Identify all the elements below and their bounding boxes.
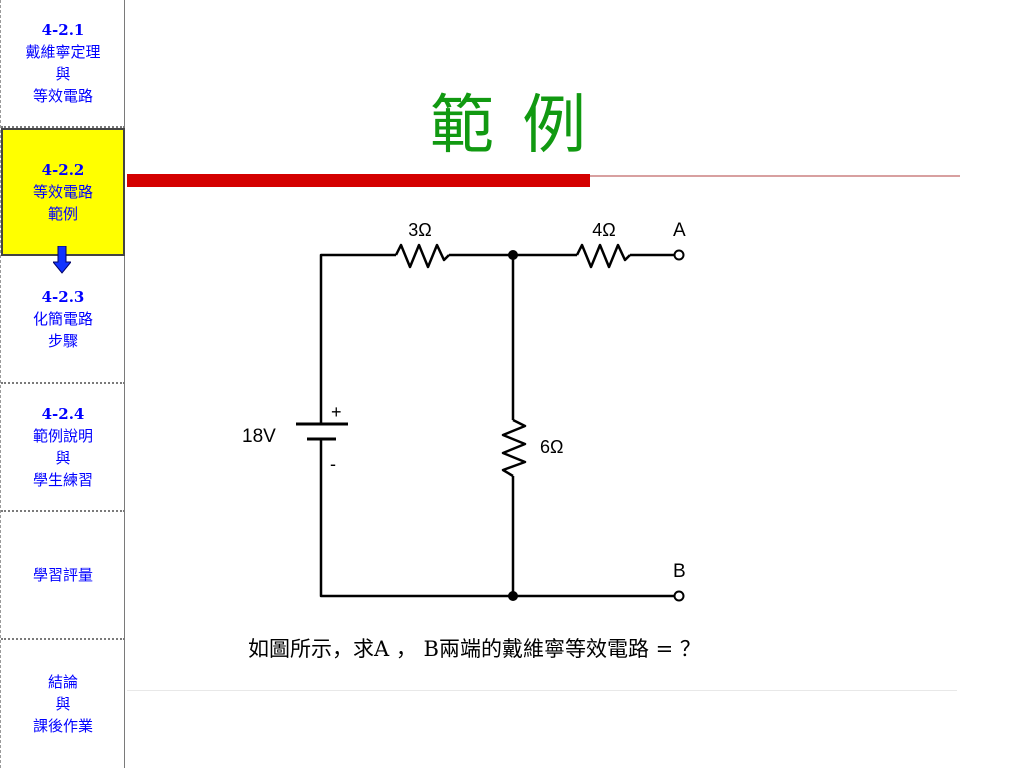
resistor-4ohm-label: 4Ω: [592, 220, 615, 240]
sidebar-item-conclusion[interactable]: 結論 與 課後作業: [1, 640, 125, 768]
sidebar-item-assessment[interactable]: 學習評量: [1, 512, 125, 640]
sidebar-item-label: 學生練習: [32, 471, 93, 489]
sidebar-item-code: 4-2.1: [41, 21, 85, 39]
sidebar-item-label: 化簡電路: [32, 310, 93, 328]
sidebar-item-label: 戴維寧定理: [25, 43, 101, 61]
footer-divider: [127, 690, 957, 691]
sidebar-item-label: 課後作業: [32, 717, 93, 735]
sidebar-nav: 4-2.1 戴維寧定理 與 等效電路 4-2.2 等效電路 範例 4-2.3 化…: [0, 0, 125, 768]
terminal-a-node: [673, 249, 685, 261]
title-underline-bar: [127, 174, 590, 187]
circuit-wires: [319, 253, 675, 598]
source-plus-label: +: [331, 402, 342, 422]
arrow-down-icon: [53, 246, 71, 274]
question-text: 如圖所示，求A ， B兩端的戴維寧等效電路 = ？: [248, 637, 701, 661]
sidebar-item-4-2-1[interactable]: 4-2.1 戴維寧定理 與 等效電路: [1, 0, 125, 128]
source-voltage-label: 18V: [242, 426, 276, 447]
sidebar-item-code: 4-2.4: [41, 405, 85, 423]
title-underline-line: [590, 175, 960, 177]
resistor-3ohm: [394, 243, 450, 269]
terminal-b-label: B: [673, 561, 686, 582]
junction-dot-top: [508, 250, 518, 260]
sidebar-item-label: 學習評量: [32, 566, 93, 584]
source-minus-label: -: [330, 454, 336, 474]
page-title: 範 例: [429, 89, 591, 163]
resistor-6ohm: [501, 418, 527, 478]
sidebar-item-4-2-3[interactable]: 4-2.3 化簡電路 步驟: [1, 256, 125, 384]
sidebar-item-label: 等效電路: [32, 87, 93, 105]
terminal-b-node: [673, 590, 685, 602]
resistor-6ohm-label: 6Ω: [540, 437, 563, 457]
sidebar-item-code: 4-2.3: [41, 288, 85, 306]
resistor-4ohm: [575, 243, 631, 269]
resistor-3ohm-label: 3Ω: [408, 220, 431, 240]
wire-left-top: [319, 253, 396, 424]
junction-dot-bottom: [508, 591, 518, 601]
sidebar-item-label: 範例說明: [32, 427, 93, 445]
wire-left-bottom: [319, 439, 513, 598]
sidebar-item-label: 結論: [47, 673, 78, 691]
sidebar-item-label: 等效電路: [32, 183, 93, 201]
sidebar-item-label: 與: [55, 449, 71, 467]
terminal-a-label: A: [673, 220, 686, 241]
sidebar-item-label: 步驟: [47, 332, 78, 350]
sidebar-item-label: 與: [55, 695, 71, 713]
sidebar-item-code: 4-2.2: [41, 161, 85, 179]
sidebar-item-4-2-2[interactable]: 4-2.2 等效電路 範例: [1, 128, 125, 256]
sidebar-item-4-2-4[interactable]: 4-2.4 範例說明 與 學生練習: [1, 384, 125, 512]
sidebar-item-label: 與: [55, 65, 71, 83]
sidebar-item-label: 範例: [47, 205, 78, 223]
